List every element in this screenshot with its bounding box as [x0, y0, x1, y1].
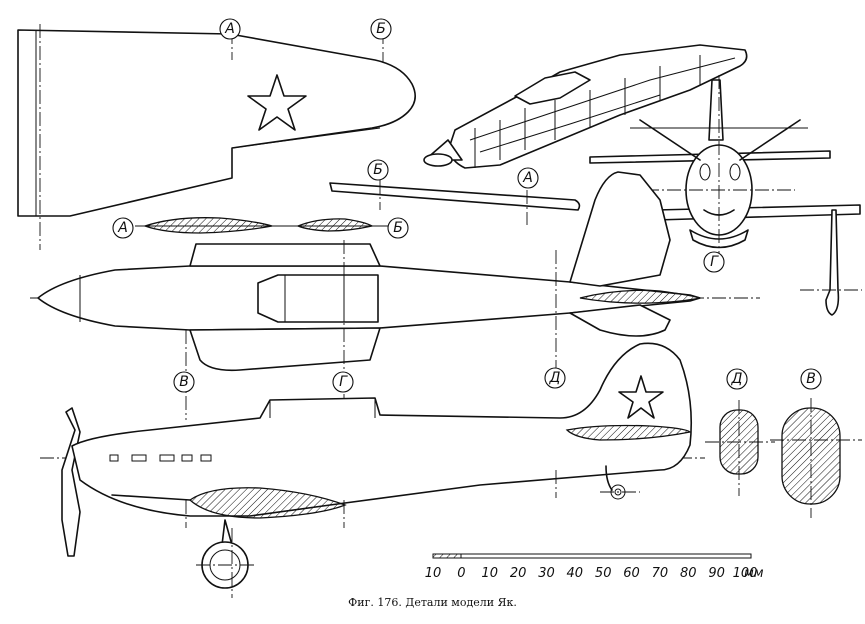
label-d-section: Д	[726, 368, 748, 390]
scale-tick-label: 50	[595, 566, 612, 581]
scale-tick-label: 10	[425, 566, 442, 581]
svg-text:Д: Д	[549, 370, 561, 386]
svg-text:Б: Б	[376, 21, 386, 37]
scale-unit: мм	[744, 566, 764, 581]
svg-text:Г: Г	[710, 254, 719, 270]
scale-tick-label: 60	[623, 566, 640, 581]
star-insignia-icon	[247, 74, 307, 131]
svg-text:В: В	[179, 374, 189, 390]
svg-text:Б: Б	[393, 220, 403, 236]
label-v-section: В	[800, 368, 822, 390]
label-v-top: В	[173, 371, 195, 393]
wing-airfoil-sections	[135, 217, 395, 234]
svg-text:В: В	[806, 371, 816, 387]
svg-text:А: А	[117, 220, 128, 236]
fuselage-top-view	[30, 171, 760, 420]
stabilizer-rod	[329, 180, 581, 225]
cross-section-v	[770, 398, 862, 518]
scale-tick-label: 90	[708, 566, 725, 581]
svg-text:Д: Д	[731, 371, 743, 387]
label-a-rod: А	[517, 167, 539, 189]
label-a-top: А	[219, 18, 241, 40]
cross-section-d	[705, 400, 775, 496]
svg-text:А: А	[224, 21, 235, 37]
figure-caption: Фиг. 176. Детали модели Як.	[348, 596, 517, 609]
label-b-top: Б	[370, 18, 392, 40]
scale-tick-label: 70	[652, 566, 669, 581]
label-b-section: Б	[387, 217, 409, 239]
label-b-rod: Б	[367, 159, 389, 181]
label-d-top: Д	[544, 367, 566, 389]
wing-plan-view	[17, 24, 416, 250]
scale-tick-label: 30	[538, 566, 555, 581]
scale-tick-label: 80	[680, 566, 697, 581]
label-a-section: А	[112, 217, 134, 239]
scale-tick-label: 0	[457, 566, 465, 581]
tail-star-insignia-icon	[618, 375, 664, 419]
fuselage-perspective-sketch	[423, 44, 748, 169]
scale-tick-label: 100	[733, 566, 758, 581]
fuselage-side-view	[40, 342, 705, 598]
scale-tick-label: 40	[567, 566, 584, 581]
scale-tick-label: 20	[510, 566, 527, 581]
svg-text:Б: Б	[373, 162, 383, 178]
scale-tick-label: 10	[481, 566, 498, 581]
svg-text:А: А	[522, 170, 533, 186]
label-g-front: Г	[703, 251, 725, 273]
svg-text:Г: Г	[339, 374, 348, 390]
label-g-top: Г	[332, 371, 354, 393]
